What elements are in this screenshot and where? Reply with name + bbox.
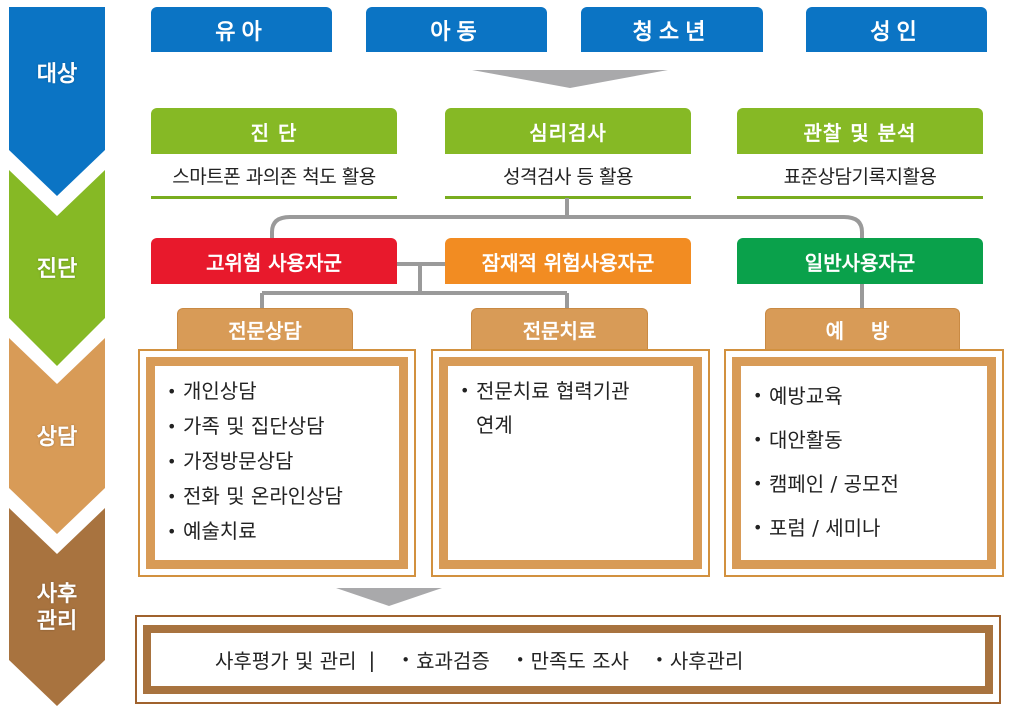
- list-item: 포럼 / 세미나: [751, 506, 977, 550]
- list-item: 예술치료: [165, 514, 389, 549]
- followup-title: 사후평가 및 관리: [215, 649, 357, 673]
- target-youth: 청소년: [581, 7, 763, 52]
- method-diagnosis-desc: 스마트폰 과의존 척도 활용: [151, 155, 397, 199]
- bullet-icon: •: [515, 650, 525, 669]
- service-counseling-tab: 전문상담: [177, 308, 353, 350]
- group-potential-risk: 잠재적 위험사용자군: [445, 238, 691, 284]
- method-psych-test-desc: 성격검사 등 활용: [445, 155, 691, 199]
- service-counseling-list: 개인상담 가족 및 집단상담 가정방문상담 전화 및 온라인상담 예술치료: [165, 374, 389, 549]
- list-item: 가족 및 집단상담: [165, 409, 389, 444]
- method-observation-desc: 표준상담기록지활용: [737, 155, 983, 199]
- list-item: 가정방문상담: [165, 444, 389, 479]
- bullet-icon: •: [654, 650, 664, 669]
- method-observation-title: 관찰 및 분석: [737, 108, 983, 154]
- target-infant: 유아: [151, 7, 332, 52]
- followup-inner: 사후평가 및 관리 | • 효과검증 • 만족도 조사 • 사후관리: [143, 625, 993, 694]
- target-child: 아동: [366, 7, 547, 52]
- followup-item: 사후관리: [669, 649, 744, 673]
- down-arrow-icon: [472, 70, 668, 88]
- followup-separator: |: [368, 647, 376, 672]
- service-counseling-box: 개인상담 가족 및 집단상담 가정방문상담 전화 및 온라인상담 예술치료: [138, 349, 416, 577]
- stage-counseling: 상담: [36, 425, 78, 451]
- down-arrow-icon: [336, 588, 442, 606]
- method-diagnosis-title: 진 단: [151, 108, 397, 154]
- service-treatment-list: 전문치료 협력기관 연계: [458, 374, 683, 442]
- list-item: 예방교육: [751, 374, 977, 418]
- service-prevention-list: 예방교육 대안활동 캠페인 / 공모전 포럼 / 세미나: [751, 374, 977, 550]
- group-general: 일반사용자군: [737, 238, 983, 284]
- service-prevention-tab: 예 방: [765, 308, 960, 350]
- list-item: 전문치료 협력기관 연계: [458, 374, 643, 442]
- list-item: 전화 및 온라인상담: [165, 479, 389, 514]
- followup-item: 만족도 조사: [530, 649, 629, 673]
- list-item: 대안활동: [751, 418, 977, 462]
- stage-target: 대상: [36, 62, 78, 88]
- group-high-risk: 고위험 사용자군: [151, 238, 397, 284]
- service-treatment-tab: 전문치료: [471, 308, 648, 350]
- stage-diagnosis: 진단: [36, 257, 78, 283]
- followup-item: 효과검증: [416, 649, 490, 673]
- service-prevention-box: 예방교육 대안활동 캠페인 / 공모전 포럼 / 세미나: [724, 349, 1004, 577]
- target-adult: 성인: [806, 7, 987, 52]
- list-item: 캠페인 / 공모전: [751, 462, 977, 506]
- stage-followup: 사후 관리: [36, 581, 78, 635]
- stage-chevron-bar: [9, 7, 105, 706]
- service-treatment-box: 전문치료 협력기관 연계: [431, 349, 710, 577]
- followup-box: 사후평가 및 관리 | • 효과검증 • 만족도 조사 • 사후관리: [135, 615, 1001, 704]
- list-item: 개인상담: [165, 374, 389, 409]
- method-psych-test-title: 심리검사: [445, 108, 691, 154]
- bullet-icon: •: [401, 650, 411, 669]
